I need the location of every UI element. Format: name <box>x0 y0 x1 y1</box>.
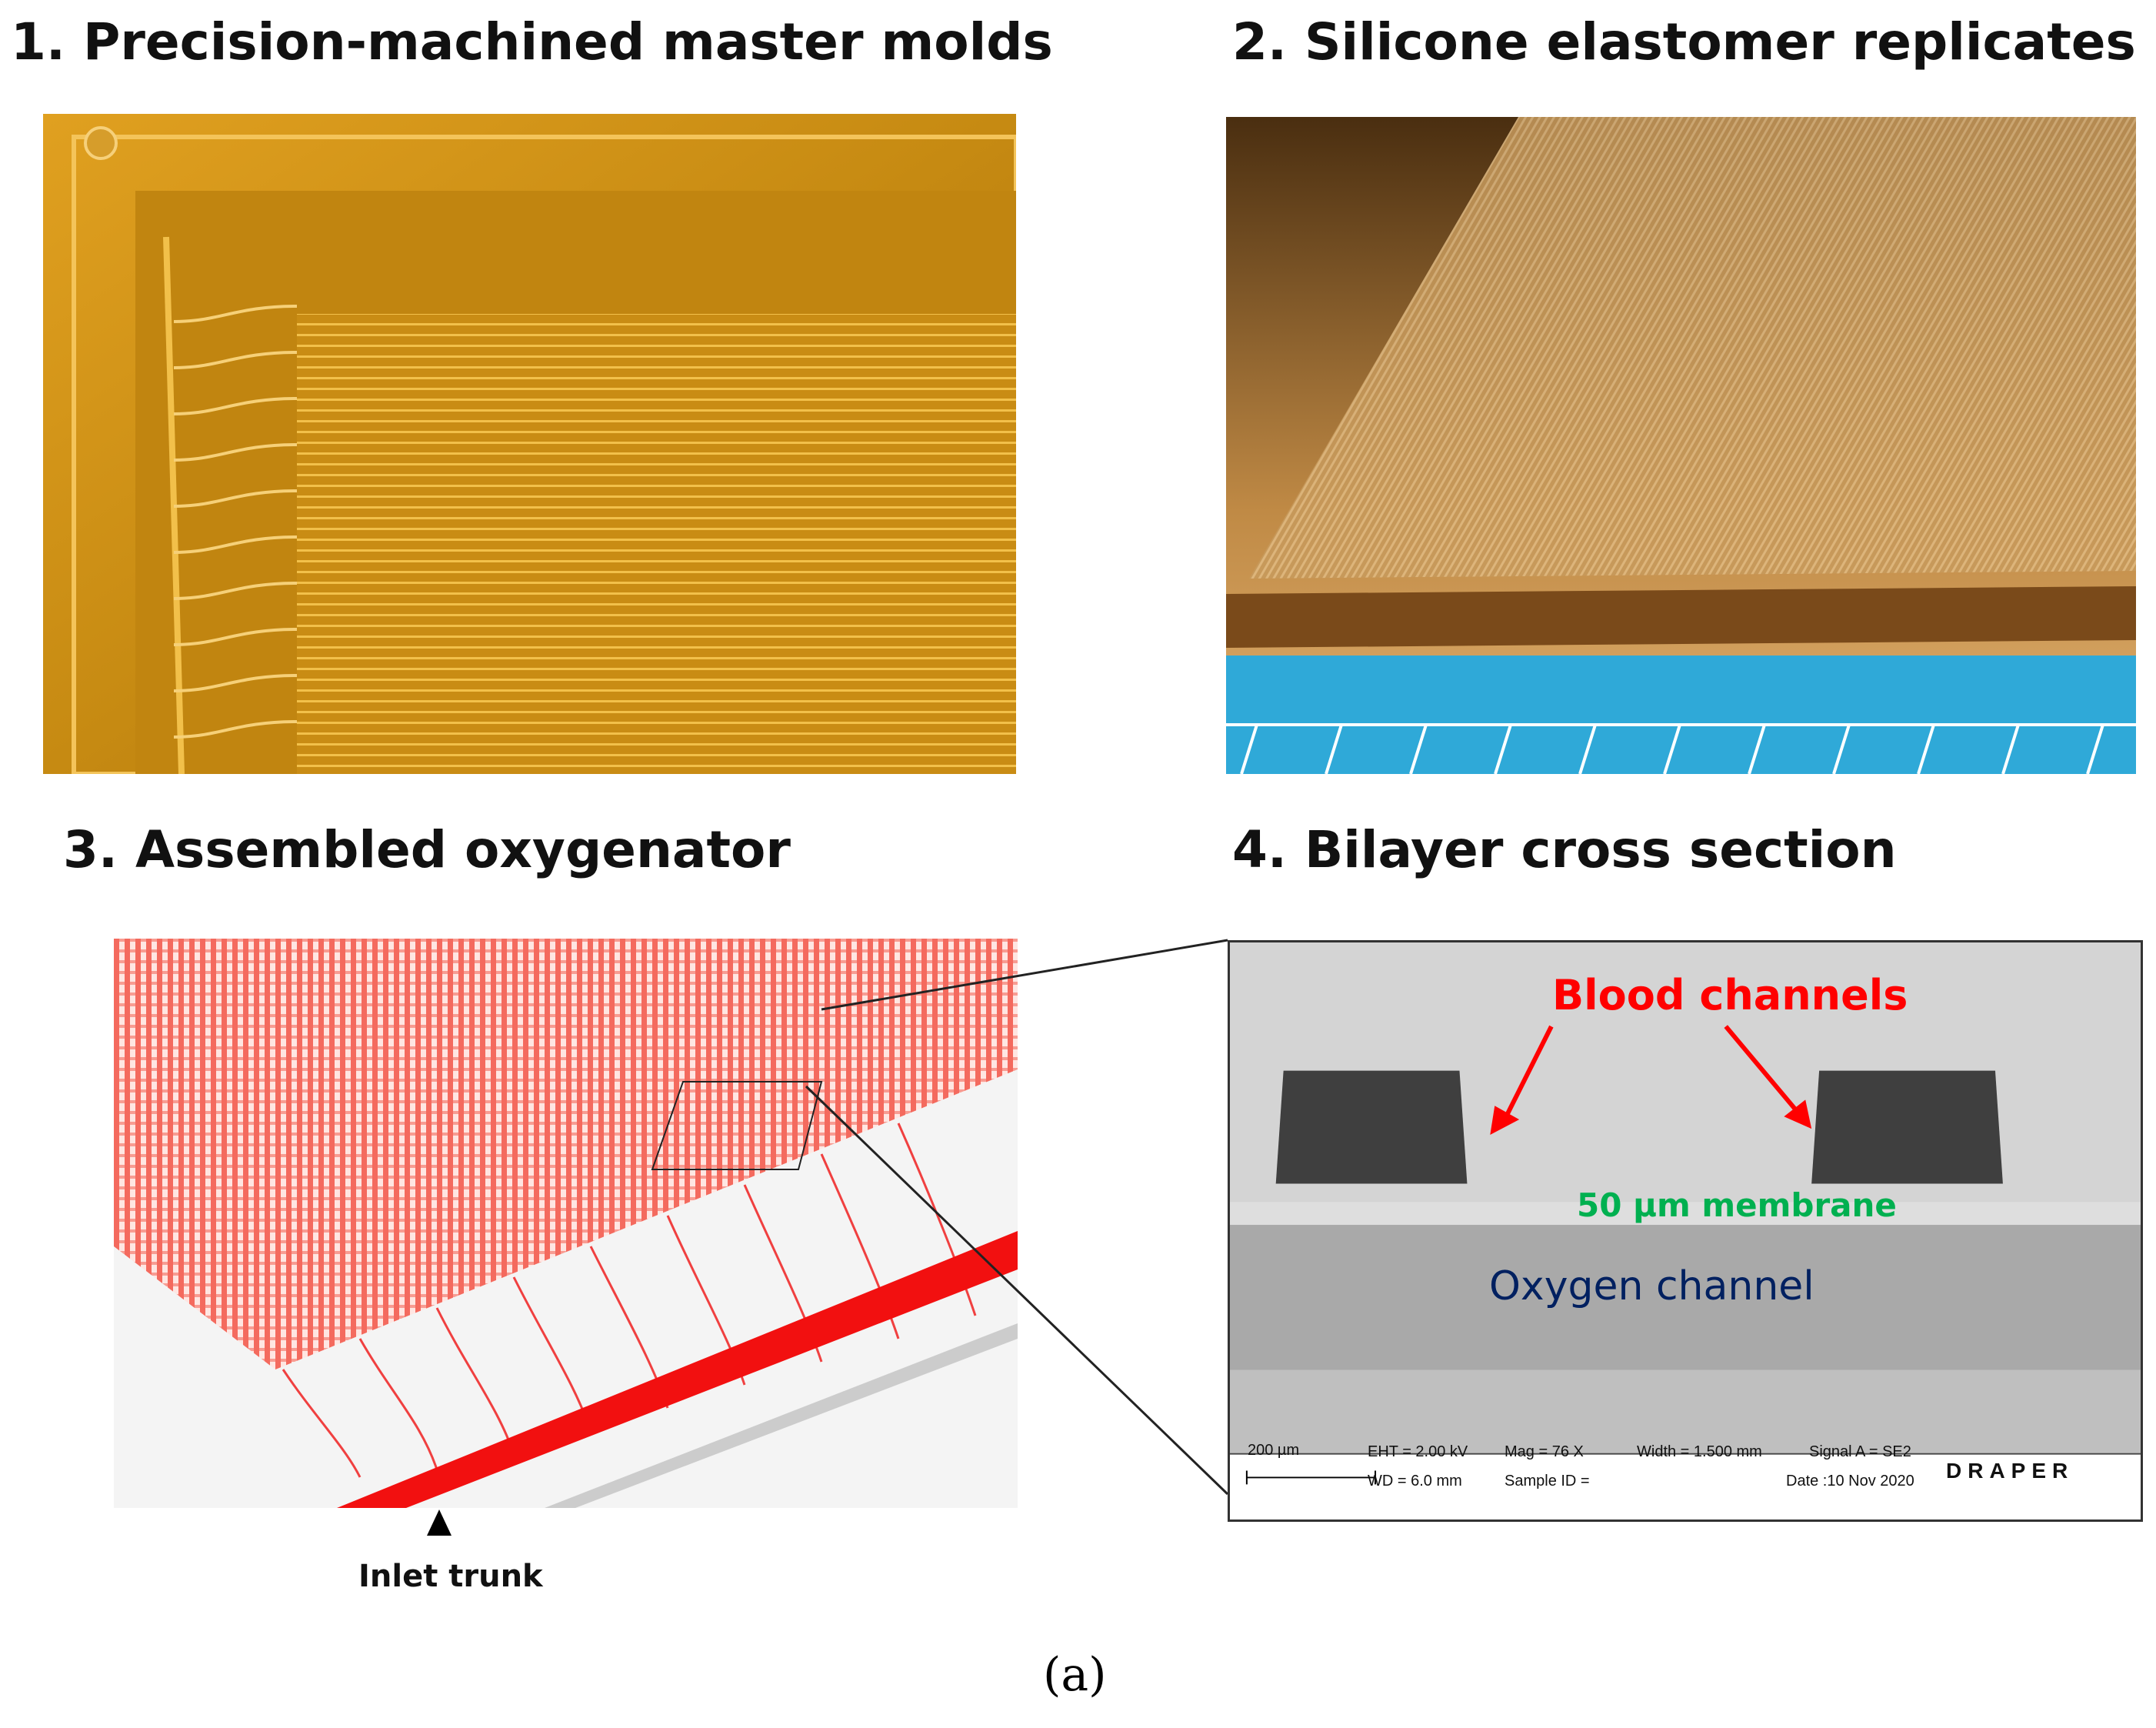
master-mold-photo <box>43 114 1016 774</box>
panel-2-title: 2. Silicone elastomer replicates <box>1232 12 2136 72</box>
sem-mag: Mag = 76 X <box>1505 1443 1584 1460</box>
blood-channels-label: Blood channels <box>1552 971 1908 1019</box>
panel-3-title: 3. Assembled oxygenator <box>63 820 791 879</box>
panel-1-title: 1. Precision-machined master molds <box>11 12 1053 72</box>
panel-4-title: 4. Bilayer cross section <box>1232 820 1897 879</box>
sem-image <box>1228 940 2143 1522</box>
membrane-label: 50 µm membrane <box>1577 1186 1897 1224</box>
sem-date: Date :10 Nov 2020 <box>1786 1473 1914 1489</box>
sem-sample: Sample ID = <box>1505 1473 1590 1489</box>
oxygen-channel-label: Oxygen channel <box>1489 1263 1814 1309</box>
figure-caption: (a) <box>1043 1648 1107 1702</box>
oxygenator-photo <box>114 939 1018 1508</box>
sem-eht: EHT = 2.00 kV <box>1368 1443 1468 1460</box>
replicate-photo <box>1226 117 2136 774</box>
sem-wd: WD = 6.0 mm <box>1368 1473 1462 1489</box>
sem-signal: Signal A = SE2 <box>1809 1443 1911 1460</box>
inlet-trunk-label: Inlet trunk <box>358 1559 543 1594</box>
sem-brand: DRAPER <box>1946 1459 2074 1483</box>
sem-scale: 200 µm <box>1248 1442 1300 1459</box>
sem-width: Width = 1.500 mm <box>1637 1443 1762 1460</box>
